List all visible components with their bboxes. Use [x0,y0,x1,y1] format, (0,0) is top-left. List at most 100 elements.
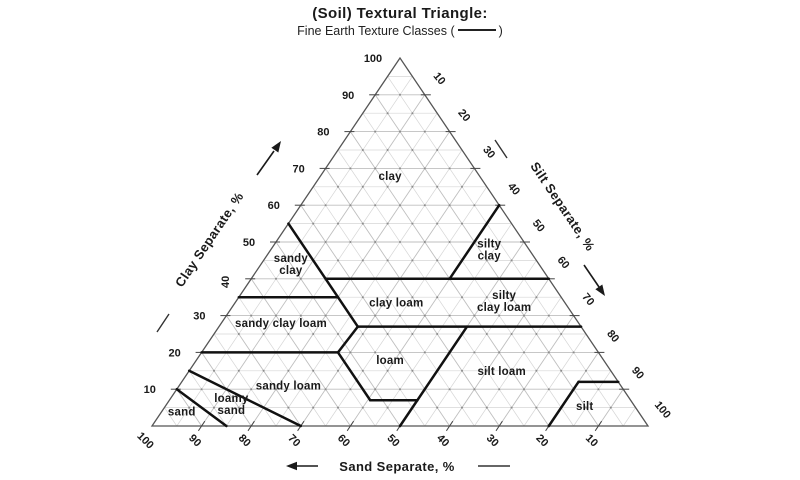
lattice-dot [448,204,451,207]
lattice-dot [200,388,203,391]
region-label-line: clay loam [477,302,531,314]
silt-tick-label: 50 [530,218,547,235]
lattice-dot [386,222,389,225]
silt-tick-label: 20 [455,107,472,124]
clay-tick-label: 60 [268,200,280,212]
lattice-dot [461,185,463,188]
texture-class-boundary [187,369,303,428]
lattice-dot [436,406,439,409]
lattice-dot [473,388,476,391]
lattice-dot [448,314,451,317]
lattice-dot [337,185,339,188]
grid-line-sand [263,260,376,427]
sand-axis-arrow-head [286,461,297,471]
lattice-dot [461,406,463,409]
lattice-dot [436,185,439,188]
lattice-dot [374,130,377,133]
clay-tick-label: 90 [342,90,354,102]
lattice-dot [498,388,501,391]
lattice-dot [411,259,414,262]
lattice-dot [609,406,612,409]
lattice-dot [324,314,327,317]
lattice-dot [461,222,463,225]
sand-axis-title: Sand Separate, % [339,459,455,474]
lattice-dot [275,277,277,280]
lattice-dot [399,241,401,243]
sand-tick-label: 80 [236,432,253,449]
silt-axis-lead-dash [494,139,508,159]
silt-axis-title: Silt Separate, % [527,159,598,254]
lattice-dot [299,314,302,317]
lattice-dot [287,406,290,409]
grid-line-silt [275,149,463,427]
lattice-dot [386,185,389,188]
region-label-sandy-clay-loam: sandy clay loam [235,318,327,330]
lattice-dot [523,314,525,317]
lattice-dot [287,333,290,335]
lattice-dot [287,259,290,262]
grid-line-silt [325,186,488,427]
silt-tick-label: 60 [555,254,572,271]
lattice-dot [436,333,439,335]
lattice-dot [237,406,240,409]
sand-tick-label: 100 [134,430,155,451]
tick-mark-sand [346,420,355,432]
region-label-clay: clay [378,171,402,183]
lattice-dot [386,406,389,409]
region-label-line: loam [376,355,404,367]
lattice-dot [547,388,550,391]
clay-tick-label: 70 [292,163,304,175]
lattice-dot [461,296,463,299]
lattice-dot [361,369,364,372]
lattice-dot [485,406,488,409]
grid-line-sand [164,407,178,427]
lattice-dot [510,369,513,372]
silt-tick-label: 90 [629,365,646,382]
lattice-dot [585,369,587,372]
sand-tick-label: 30 [484,432,501,449]
legend-line-sample [457,29,496,32]
region-label-line: sand [168,406,196,418]
lattice-dot [337,406,339,409]
grid-line-silt [374,223,512,427]
silt-tick-label: 40 [505,181,522,198]
lattice-dot [399,167,401,170]
page-title: (Soil) Textural Triangle: [312,5,488,22]
lattice-dot [250,314,253,317]
lattice-dot [523,388,525,391]
region-label-loam: loam [376,355,404,367]
tick-mark-sand [445,420,454,432]
lattice-dot [361,333,364,335]
lattice-dot [473,351,476,354]
clay-tick-label: 10 [144,384,156,396]
lattice-dot [237,369,240,372]
sand-tick-label: 10 [583,432,600,449]
sand-tick-label: 40 [434,432,451,449]
lattice-dot [411,222,414,225]
lattice-dot [411,185,414,188]
clay-axis-lead-dash [156,313,170,333]
region-label-line: silty [477,238,501,250]
lattice-dot [349,204,352,207]
lattice-dot [374,241,377,243]
sand-tick-label: 90 [186,432,203,449]
lattice-dot [386,112,389,115]
lattice-dot [237,333,240,335]
lattice-dot [547,351,550,354]
lattice-dot [399,130,401,133]
subtitle-prefix: Fine Earth Texture Classes ( [297,24,455,38]
lattice-dot [411,333,414,335]
lattice-dot [448,167,451,170]
lattice-dot [349,167,352,170]
lattice-dot [535,296,538,299]
lattice-dot [423,241,426,243]
title-block: (Soil) Textural Triangle: Fine Earth Tex… [0,5,800,38]
lattice-dot [337,333,339,335]
lattice-dot [498,351,501,354]
grid-line-sand [188,370,227,427]
texture-class-boundary [448,203,501,281]
